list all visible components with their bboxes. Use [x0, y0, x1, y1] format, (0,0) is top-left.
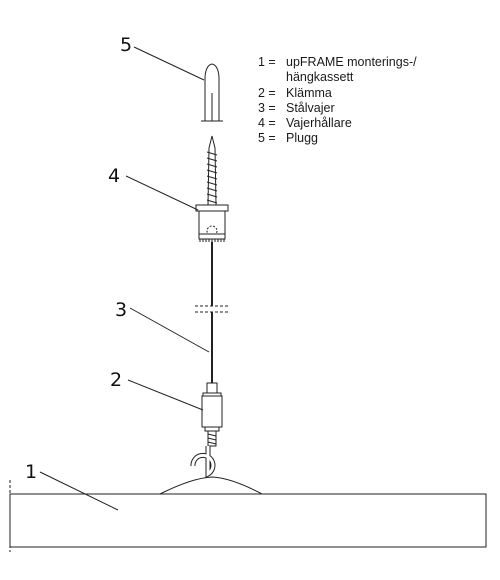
legend-text: upFRAME monterings-/ [286, 55, 417, 69]
legend-item: 2 = Klämma [258, 86, 417, 101]
legend-key: 3 = [258, 100, 276, 115]
legend-item-continuation: hängkassett [258, 70, 417, 85]
clamp-drawing [190, 382, 223, 479]
cassette-drawing [9, 480, 487, 552]
callout-2: 2 [110, 369, 122, 391]
legend-text: Vajerhållare [286, 116, 352, 131]
legend-text: hängkassett [286, 70, 354, 85]
legend-key-spacer [258, 70, 286, 85]
legend-key: 1 = [258, 55, 276, 69]
callout-4: 4 [108, 165, 120, 187]
callout-1: 1 [25, 461, 37, 483]
legend-text: Plugg [286, 131, 318, 146]
legend-item: 1 = upFRAME monterings-/ [258, 55, 417, 70]
plug-drawing [201, 63, 223, 122]
legend-text: Klämma [286, 85, 332, 100]
callout-5: 5 [120, 34, 132, 56]
suspension-wires-drawing [159, 476, 263, 495]
legend-key: 4 = [258, 116, 276, 131]
steel-wire-drawing [195, 242, 230, 383]
legend-key: 5 = [258, 131, 276, 146]
legend-text: Stålvajer [286, 100, 335, 115]
leader-lines [39, 46, 210, 511]
legend-item: 5 = Plugg [258, 131, 417, 146]
wire-holder-drawing [195, 135, 229, 242]
legend-key: 2 = [258, 85, 276, 100]
legend-item: 4 = Vajerhållare [258, 116, 417, 131]
callout-3: 3 [115, 299, 127, 321]
legend-item: 3 = Stålvajer [258, 101, 417, 116]
legend: 1 = upFRAME monterings-/ hängkassett 2 =… [258, 55, 417, 147]
